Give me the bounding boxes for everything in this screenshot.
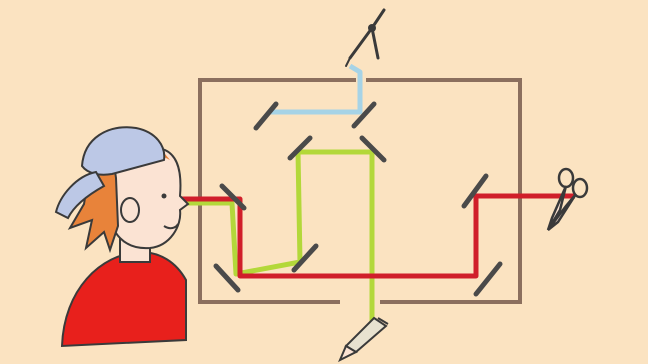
mirror-1	[253, 101, 279, 131]
mirror-9	[473, 261, 503, 297]
box-frame-top-left	[198, 78, 356, 304]
boy-with-cap	[54, 126, 190, 348]
ray-blue	[270, 63, 363, 115]
box-frame-top-right	[366, 78, 522, 304]
pencil-icon	[338, 316, 389, 363]
boy-shirt	[60, 250, 187, 348]
mirror-5	[219, 183, 247, 211]
mirror-6	[461, 173, 489, 209]
compass-icon	[345, 8, 386, 67]
ray-red	[168, 193, 575, 279]
mirror-2	[351, 101, 377, 129]
mirrors	[213, 101, 503, 297]
mirror-8	[213, 263, 241, 293]
mirror-4	[359, 135, 387, 163]
mirror-3	[287, 135, 313, 161]
mirror-7	[291, 243, 319, 273]
scissors-icon	[546, 167, 589, 231]
box-frame	[198, 78, 522, 304]
